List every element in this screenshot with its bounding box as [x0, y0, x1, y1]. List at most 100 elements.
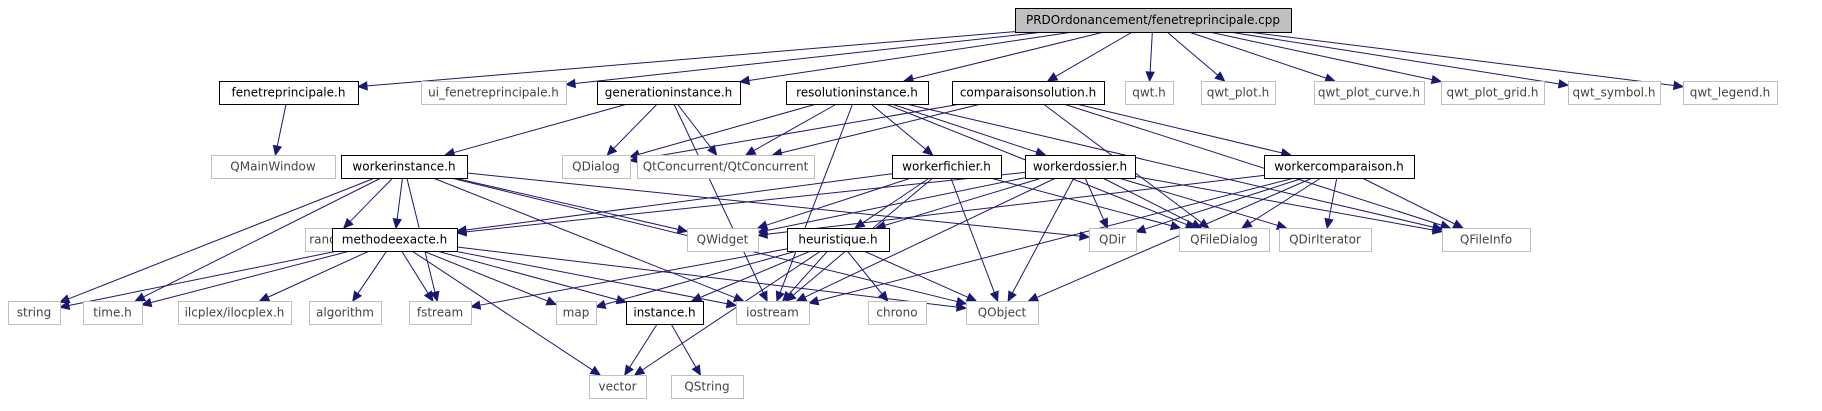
node-label: QString	[684, 380, 729, 394]
edge-arrowhead	[564, 78, 576, 89]
node-box	[309, 301, 382, 325]
edge-arrowhead	[732, 293, 745, 302]
node-box	[1015, 8, 1292, 33]
edge-methodeexacte_h-to-vector	[411, 250, 602, 376]
node-root[interactable]: PRDOrdonancement/fenetreprincipale.cpp	[1015, 8, 1292, 33]
node-box	[1179, 228, 1270, 252]
node-QObject: QObject	[966, 301, 1039, 325]
edge-line	[453, 250, 728, 305]
edge-arrowhead	[545, 296, 558, 306]
edge-line	[465, 171, 1026, 233]
edge-arrowhead	[1007, 290, 1017, 303]
node-box	[786, 81, 929, 105]
edge-methodeexacte_h-to-map	[422, 250, 558, 306]
edge-arrowhead	[430, 290, 440, 303]
edge-arrowhead	[58, 300, 71, 311]
node-box	[1264, 155, 1415, 179]
node-box	[332, 228, 458, 252]
node-label: QFileDialog	[1190, 233, 1258, 247]
node-box	[1089, 228, 1137, 252]
node-workerfichier-h[interactable]: workerfichier.h	[892, 155, 1002, 179]
edge-generationinstance_h-to-QDialog	[606, 103, 658, 156]
node-box	[1125, 81, 1174, 105]
edge-line	[1118, 177, 1278, 226]
node-QDirIterator: QDirIterator	[1279, 228, 1372, 252]
edge-comparaisonsolution_h-to-workercomparaison_h	[1076, 103, 1292, 158]
edge-arrowhead	[1431, 225, 1444, 235]
edge-arrowhead	[1672, 80, 1685, 91]
node-workerdossier-h[interactable]: workerdossier.h	[1025, 155, 1136, 179]
node-label: string	[17, 306, 51, 320]
node-qwt-plot-curve-h: qwt_plot_curve.h	[1314, 81, 1425, 105]
node-label: vector	[598, 380, 636, 394]
node-box	[952, 81, 1105, 105]
node-instance-h[interactable]: instance.h	[626, 301, 704, 325]
node-QDir: QDir	[1089, 228, 1137, 252]
node-box	[421, 81, 567, 105]
node-box	[1442, 228, 1531, 252]
edge-workerfichier_h-to-QWidget	[756, 177, 912, 230]
node-box	[1568, 81, 1661, 105]
node-generationinstance-h[interactable]: generationinstance.h	[597, 81, 741, 105]
node-label: qwt_symbol.h	[1573, 86, 1656, 100]
edge-methodeexacte_h-to-string	[58, 250, 338, 311]
edge-arrowhead	[624, 364, 634, 377]
edge-arrowhead	[878, 290, 889, 302]
edge-root-to-qwt_legend_h	[1248, 31, 1685, 91]
node-heuristique-h[interactable]: heuristique.h	[787, 228, 890, 252]
edge-line	[1209, 31, 1433, 81]
node-label: ui_fenetreprincipale.h	[428, 86, 559, 100]
edge-line	[1188, 31, 1327, 79]
edge-arrowhead	[1430, 74, 1443, 85]
edge-root-to-ui_fenetreprincipale_h	[564, 31, 1044, 89]
node-label: time.h	[93, 306, 132, 320]
edge-line	[1229, 31, 1560, 85]
edge-workerfichier_h-to-methodeexacte_h	[455, 173, 893, 235]
edge-line	[870, 103, 926, 150]
node-fenetreprincipale-h[interactable]: fenetreprincipale.h	[219, 81, 359, 105]
node-comparaisonsolution-h[interactable]: comparaisonsolution.h	[952, 81, 1105, 105]
node-box	[211, 155, 336, 179]
edge-workercomparaison_h-to-QFileDialog	[1241, 177, 1322, 229]
edge-arrowhead	[989, 290, 999, 303]
node-workerinstance-h[interactable]: workerinstance.h	[341, 155, 468, 179]
node-chrono: chrono	[868, 301, 927, 325]
node-methodeexacte-h[interactable]: methodeexacte.h	[332, 228, 458, 252]
node-workercomparaison-h[interactable]: workercomparaison.h	[1264, 155, 1415, 179]
edge-line	[1076, 103, 1283, 154]
edge-arrowhead	[589, 365, 602, 376]
edge-line	[396, 177, 403, 220]
edge-line	[748, 31, 1073, 81]
edge-workerinstance_h-to-iostream	[432, 177, 745, 302]
node-qwt-legend-h: qwt_legend.h	[1683, 81, 1778, 105]
edge-arrowhead	[140, 297, 153, 308]
edge-comparaisonsolution_h-to-QtConcurrent	[771, 103, 982, 158]
edge-line	[267, 250, 370, 298]
edge-line	[1063, 103, 1442, 226]
node-label: workerinstance.h	[352, 160, 455, 174]
edge-arrowhead	[738, 75, 751, 86]
edge-methodeexacte_h-to-ilocplex	[258, 250, 370, 302]
edge-root-to-qwt_plot_curve_h	[1188, 31, 1336, 83]
edge-line	[1011, 177, 1075, 294]
edge-arrowhead	[1169, 220, 1182, 231]
edge-line	[411, 250, 593, 371]
edge-arrowhead	[1134, 224, 1147, 234]
edge-line	[699, 250, 811, 298]
node-label: chrono	[876, 306, 917, 320]
edge-line	[753, 103, 837, 152]
node-box	[1279, 228, 1372, 252]
node-label: fenetreprincipale.h	[232, 86, 346, 100]
edge-workerinstance_h-to-string	[58, 177, 376, 304]
node-box	[597, 81, 741, 105]
edge-line	[1102, 177, 1194, 225]
node-resolutioninstance-h[interactable]: resolutioninstance.h	[786, 81, 929, 105]
edge-line	[466, 172, 1081, 237]
edge-arrowhead	[1324, 73, 1336, 83]
edge-line	[422, 250, 548, 302]
edge-arrowhead	[955, 302, 968, 312]
edge-line	[453, 103, 628, 154]
edge-arrowhead	[272, 144, 283, 157]
edge-comparaisonsolution_h-to-QDialog	[628, 103, 961, 164]
